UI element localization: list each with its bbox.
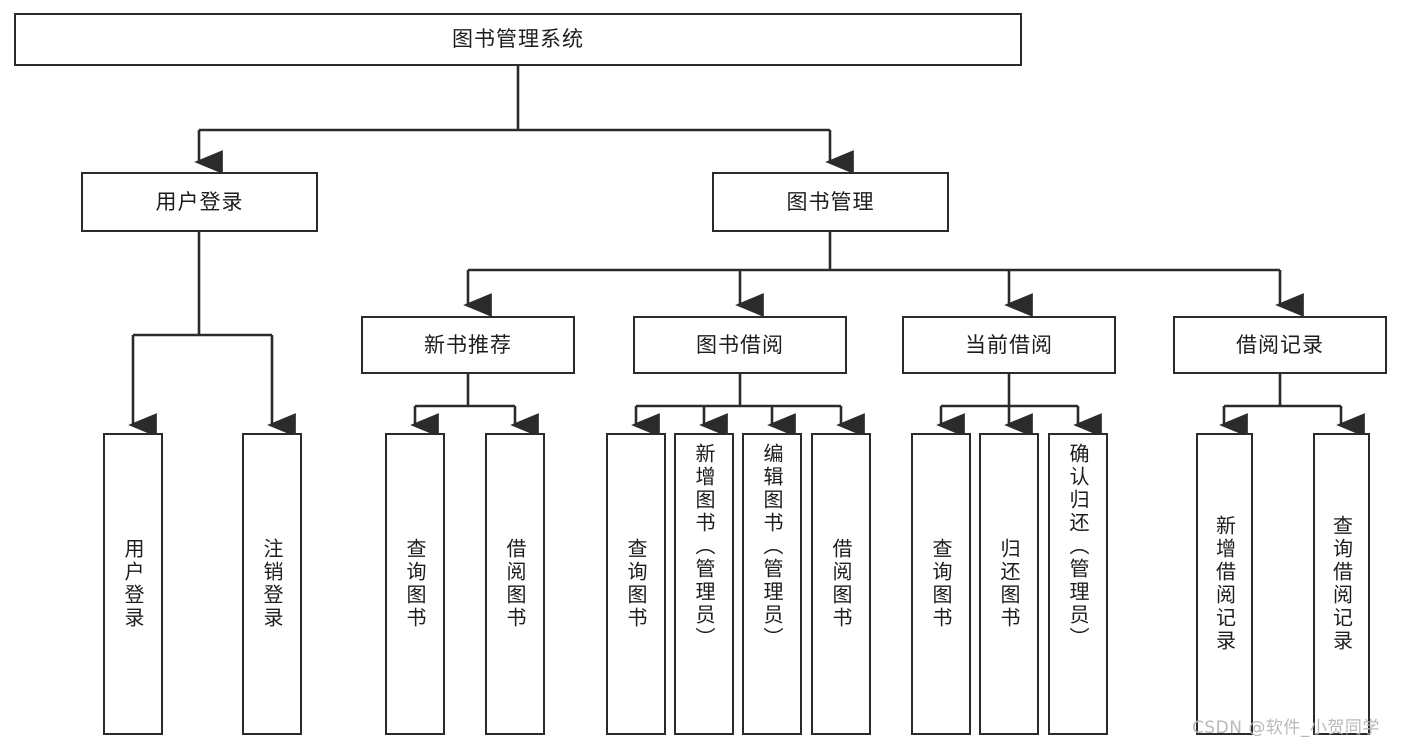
node-book-borrow[interactable]: 图书借阅	[633, 316, 847, 374]
leaf-record-add-record[interactable]: 新增借阅记录	[1196, 433, 1253, 735]
leaf-borrow-edit-book-admin[interactable]: 编辑图书（管理员）	[742, 433, 802, 735]
node-user-login[interactable]: 用户登录	[81, 172, 318, 232]
node-label: 编辑图书（管理员）	[760, 443, 784, 650]
node-label: 新书推荐	[424, 332, 512, 357]
node-label: 用户登录	[155, 189, 244, 214]
node-borrow-record[interactable]: 借阅记录	[1173, 316, 1387, 374]
node-label: 借阅图书	[829, 538, 853, 630]
node-label: 确认归还（管理员）	[1066, 443, 1090, 650]
node-label: 查询图书	[403, 538, 427, 630]
node-label: 当前借阅	[965, 332, 1053, 357]
leaf-user-login-login[interactable]: 用户登录	[103, 433, 163, 735]
node-label: 借阅图书	[503, 538, 527, 630]
node-new-book-recommend[interactable]: 新书推荐	[361, 316, 575, 374]
node-label: 图书管理	[786, 189, 875, 214]
node-book-management[interactable]: 图书管理	[712, 172, 949, 232]
leaf-recommend-borrow-book[interactable]: 借阅图书	[485, 433, 545, 735]
leaf-borrow-query-book[interactable]: 查询图书	[606, 433, 666, 735]
node-label: 注销登录	[260, 538, 284, 630]
node-label: 新增借阅记录	[1212, 515, 1237, 653]
node-label: 新增图书（管理员）	[692, 443, 716, 650]
leaf-borrow-borrow-book[interactable]: 借阅图书	[811, 433, 871, 735]
leaf-recommend-query-book[interactable]: 查询图书	[385, 433, 445, 735]
leaf-current-confirm-return-admin[interactable]: 确认归还（管理员）	[1048, 433, 1108, 735]
leaf-user-login-logout[interactable]: 注销登录	[242, 433, 302, 735]
node-label: 查询图书	[929, 538, 953, 630]
node-label: 查询图书	[624, 538, 648, 630]
leaf-borrow-add-book-admin[interactable]: 新增图书（管理员）	[674, 433, 734, 735]
node-current-borrow[interactable]: 当前借阅	[902, 316, 1116, 374]
node-label: 用户登录	[121, 538, 145, 630]
node-label: 图书借阅	[696, 332, 784, 357]
leaf-current-query-book[interactable]: 查询图书	[911, 433, 971, 735]
node-label: 归还图书	[997, 538, 1021, 630]
leaf-current-return-book[interactable]: 归还图书	[979, 433, 1039, 735]
node-label: 图书管理系统	[452, 27, 584, 52]
node-root-system[interactable]: 图书管理系统	[14, 13, 1022, 66]
csdn-watermark: CSDN @软件_小贺同学	[1192, 718, 1380, 738]
node-label: 查询借阅记录	[1329, 515, 1354, 653]
node-label: 借阅记录	[1236, 332, 1324, 357]
leaf-record-query-record[interactable]: 查询借阅记录	[1313, 433, 1370, 735]
